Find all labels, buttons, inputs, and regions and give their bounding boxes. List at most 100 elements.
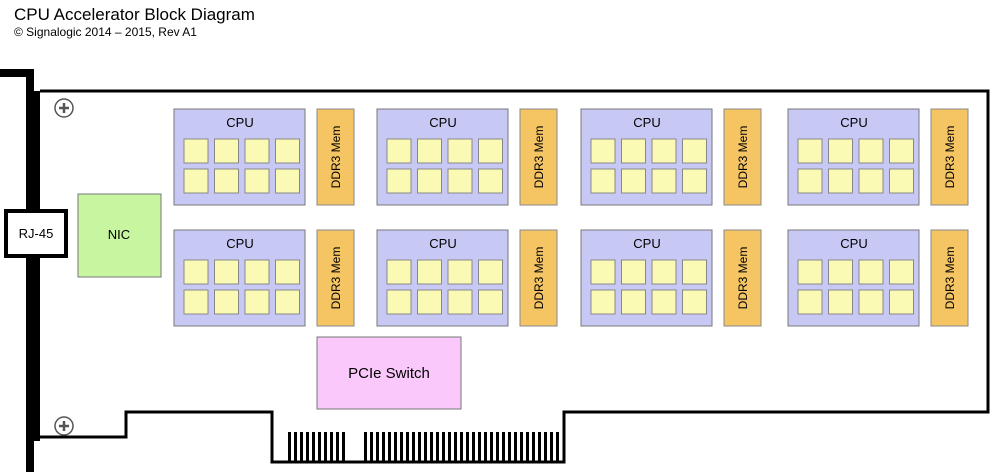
pcie-switch-label: PCIe Switch <box>348 365 430 382</box>
pcie-switch-block: PCIe Switch <box>316 336 462 410</box>
connector-pin <box>526 432 529 462</box>
connector-pin <box>330 432 333 462</box>
cpu-core <box>244 168 270 194</box>
cpu-core <box>651 138 677 164</box>
connector-pin <box>502 432 505 462</box>
connector-pin <box>336 432 339 462</box>
connector-pin <box>318 432 321 462</box>
cpu-core <box>621 168 646 194</box>
cpu-core <box>214 138 239 164</box>
ddr3-memory-label: DDR3 Mem <box>736 247 750 310</box>
cpu-core <box>214 168 239 194</box>
cpu-label: CPU <box>633 236 660 251</box>
cpu-label: CPU <box>840 115 867 130</box>
cpu-label: CPU <box>429 236 456 251</box>
cpu-core <box>447 259 473 285</box>
cpu-core <box>214 289 239 315</box>
cpu-module: CPU DDR3 Mem <box>173 229 355 327</box>
cpu-label: CPU <box>226 236 253 251</box>
connector-pin <box>514 432 517 462</box>
cpu-core <box>797 168 823 194</box>
cpu-core <box>590 259 616 285</box>
nic-label: NIC <box>108 227 130 242</box>
connector-pin <box>288 432 291 462</box>
connector-pin <box>382 432 385 462</box>
ddr3-memory-label: DDR3 Mem <box>943 126 957 189</box>
cpu-core <box>183 138 209 164</box>
connector-pin <box>490 432 493 462</box>
connector-pin <box>496 432 499 462</box>
cpu-core <box>889 259 914 285</box>
connector-pin <box>448 432 451 462</box>
cpu-core <box>478 168 503 194</box>
copyright-note: © Signalogic 2014 – 2015, Rev A1 <box>14 25 197 39</box>
cpu-core <box>590 168 616 194</box>
connector-pin <box>418 432 421 462</box>
cpu-core <box>858 138 884 164</box>
connector-pin <box>430 432 433 462</box>
screw-icon <box>54 98 74 118</box>
cpu-core <box>797 289 823 315</box>
connector-pin <box>484 432 487 462</box>
connector-pin <box>312 432 315 462</box>
cpu-label: CPU <box>633 115 660 130</box>
cpu-core <box>828 168 853 194</box>
connector-pin <box>406 432 409 462</box>
cpu-core <box>275 138 300 164</box>
cpu-core <box>621 138 646 164</box>
cpu-core <box>183 289 209 315</box>
cpu-label: CPU <box>840 236 867 251</box>
connector-pin <box>324 432 327 462</box>
cpu-core <box>682 168 707 194</box>
cpu-core <box>828 138 853 164</box>
ddr3-memory-block <box>316 108 355 206</box>
cpu-core <box>889 168 914 194</box>
cpu-core <box>858 289 884 315</box>
connector-pin <box>442 432 445 462</box>
cpu-core <box>682 289 707 315</box>
connector-pin <box>394 432 397 462</box>
cpu-core <box>651 289 677 315</box>
cpu-core <box>417 289 442 315</box>
screw-icon <box>54 416 74 436</box>
connector-pin <box>508 432 511 462</box>
cpu-core <box>244 259 270 285</box>
ddr3-memory-block <box>723 108 762 206</box>
cpu-core <box>386 138 412 164</box>
connector-pin <box>466 432 469 462</box>
cpu-core <box>797 259 823 285</box>
cpu-core <box>386 259 412 285</box>
cpu-module: CPU DDR3 Mem <box>580 229 762 327</box>
rj45-port: RJ-45 <box>4 209 68 258</box>
ddr3-memory-label: DDR3 Mem <box>329 247 343 310</box>
connector-pin <box>454 432 457 462</box>
cpu-module: CPU DDR3 Mem <box>580 108 762 206</box>
ddr3-memory-label: DDR3 Mem <box>736 126 750 189</box>
cpu-core <box>621 259 646 285</box>
connector-pin <box>472 432 475 462</box>
diagram-title: CPU Accelerator Block Diagram <box>14 5 255 24</box>
connector-pin <box>424 432 427 462</box>
connector-pin <box>460 432 463 462</box>
ddr3-memory-block <box>519 229 558 327</box>
cpu-core <box>417 259 442 285</box>
cpu-core <box>478 259 503 285</box>
cpu-core <box>386 168 412 194</box>
connector-pin <box>436 432 439 462</box>
connector-pin <box>556 432 559 462</box>
cpu-core <box>275 259 300 285</box>
rj45-label: RJ-45 <box>19 226 54 241</box>
cpu-core <box>447 289 473 315</box>
connector-pin <box>364 432 367 462</box>
cpu-core <box>682 138 707 164</box>
cpu-core <box>889 289 914 315</box>
connector-pin <box>400 432 403 462</box>
cpu-core <box>590 289 616 315</box>
cpu-label: CPU <box>226 115 253 130</box>
cpu-core <box>244 138 270 164</box>
cpu-core <box>214 259 239 285</box>
connector-pin <box>538 432 541 462</box>
connector-pin <box>388 432 391 462</box>
ddr3-memory-block <box>930 229 969 327</box>
